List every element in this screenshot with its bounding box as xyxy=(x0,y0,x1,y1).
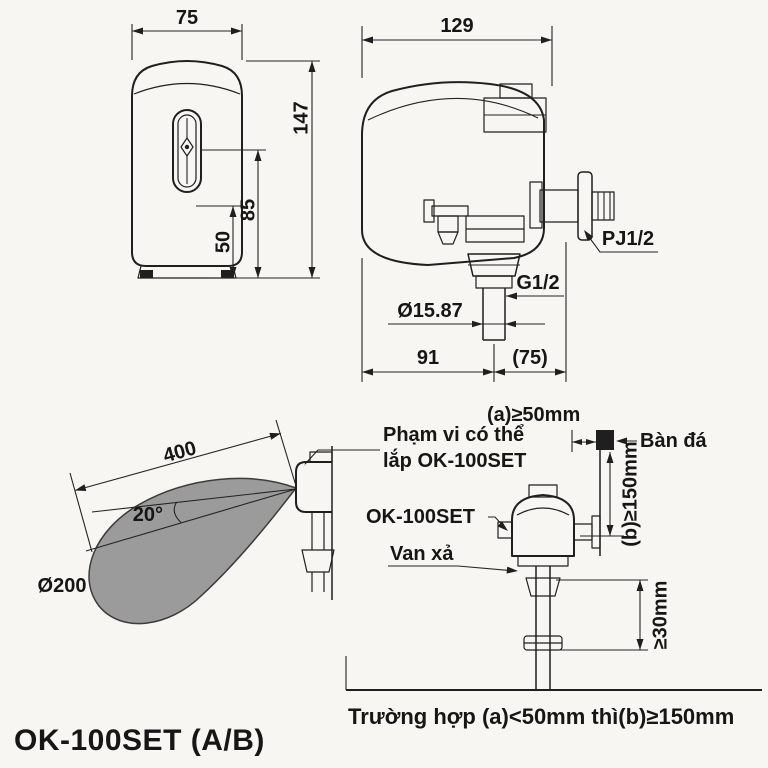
valve-neck-step xyxy=(529,181,543,229)
clearance-bottom-label: ≥30mm xyxy=(649,581,671,650)
install-valve-dome-arc xyxy=(516,507,570,516)
install-wall-flange xyxy=(591,515,601,549)
front-width-dim: 75 xyxy=(176,7,198,29)
install-outlet-pipe xyxy=(573,523,593,541)
sensor-lens-dot xyxy=(184,144,190,150)
install-dimension-lines xyxy=(345,430,648,690)
detection-angle-label: 20° xyxy=(133,504,163,526)
base-foot-right xyxy=(221,270,234,278)
outlet-cylinder xyxy=(539,189,579,223)
front-lower-height-dim: 50 xyxy=(212,231,234,253)
cone-axis-and-angle-lines xyxy=(69,419,380,553)
counter-label: Bàn đá xyxy=(640,430,708,452)
model-label: OK-100SET xyxy=(366,506,475,528)
side-width-dim: 129 xyxy=(440,15,473,37)
detection-cone-shape xyxy=(88,477,298,625)
outlet-flange xyxy=(577,171,593,241)
front-height-dim: 147 xyxy=(290,101,312,134)
installation-view: Phạm vi có thể lắp OK-100SET OK-100SET V… xyxy=(345,404,762,729)
page-title: OK-100SET (A/B) xyxy=(14,724,265,757)
side-view: 129 PJ1/2 G1/2 Ø15.87 91 (75) xyxy=(361,15,658,382)
sensor-unit-top-step xyxy=(309,451,333,463)
inlet-thread-label: G1/2 xyxy=(516,272,559,294)
counter-block xyxy=(596,430,614,450)
base-foot-left xyxy=(140,270,153,278)
pipe-diameter-label: Ø15.87 xyxy=(397,300,463,322)
side-dimension-lines xyxy=(361,26,658,382)
install-down-pipe xyxy=(535,566,551,690)
center-nut xyxy=(465,215,525,243)
install-valve-dome xyxy=(511,494,575,557)
front-view: 75 147 85 50 xyxy=(131,7,320,279)
outlet-thread-label: PJ1/2 xyxy=(602,228,654,250)
pilot-bell xyxy=(437,215,459,233)
clearance-a-label: (a)≥50mm xyxy=(487,404,580,426)
sensor-dome-arc xyxy=(133,82,241,95)
sensor-window-inner xyxy=(177,114,197,188)
sensor-window-outer xyxy=(172,109,202,193)
spot-diameter-label: Ø200 xyxy=(38,575,87,597)
inlet-nut xyxy=(467,253,521,277)
detection-range-view: 400 20° Ø200 xyxy=(38,419,380,625)
install-valve-top-step xyxy=(528,484,558,498)
depth-extra-dim: (75) xyxy=(512,347,548,369)
sensor-unit-profile xyxy=(295,461,332,513)
outlet-stub xyxy=(591,191,615,221)
inlet-collar xyxy=(475,275,513,289)
sensor-unit-pipe xyxy=(311,512,325,592)
install-sensor-window xyxy=(497,521,513,539)
range-note-line1: Phạm vi có thể xyxy=(383,424,524,446)
sensor-body-outline xyxy=(131,60,243,267)
flush-valve-label: Van xả xyxy=(390,543,454,565)
installation-note: Trường hợp (a)<50mm thì(b)≥150mm xyxy=(348,704,734,729)
range-note-line2: lắp OK-100SET xyxy=(383,448,526,472)
front-sensor-height-dim: 85 xyxy=(237,199,259,221)
detection-range-dim: 400 xyxy=(161,437,199,467)
install-valve-base xyxy=(517,555,569,567)
valve-cover-outline xyxy=(361,81,545,266)
pilot-cap xyxy=(423,199,435,223)
depth-dim: 91 xyxy=(417,347,439,369)
inlet-pipe xyxy=(482,288,506,341)
front-dimension-lines xyxy=(131,24,320,279)
pilot-stem xyxy=(431,205,469,217)
install-pipe-nut xyxy=(525,577,561,597)
clearance-b-label: (b)≥150mm xyxy=(619,441,641,546)
sensor-unit-nut xyxy=(301,549,335,573)
pilot-bell-skirt xyxy=(437,231,459,245)
side-dimension-arrows xyxy=(362,36,594,376)
